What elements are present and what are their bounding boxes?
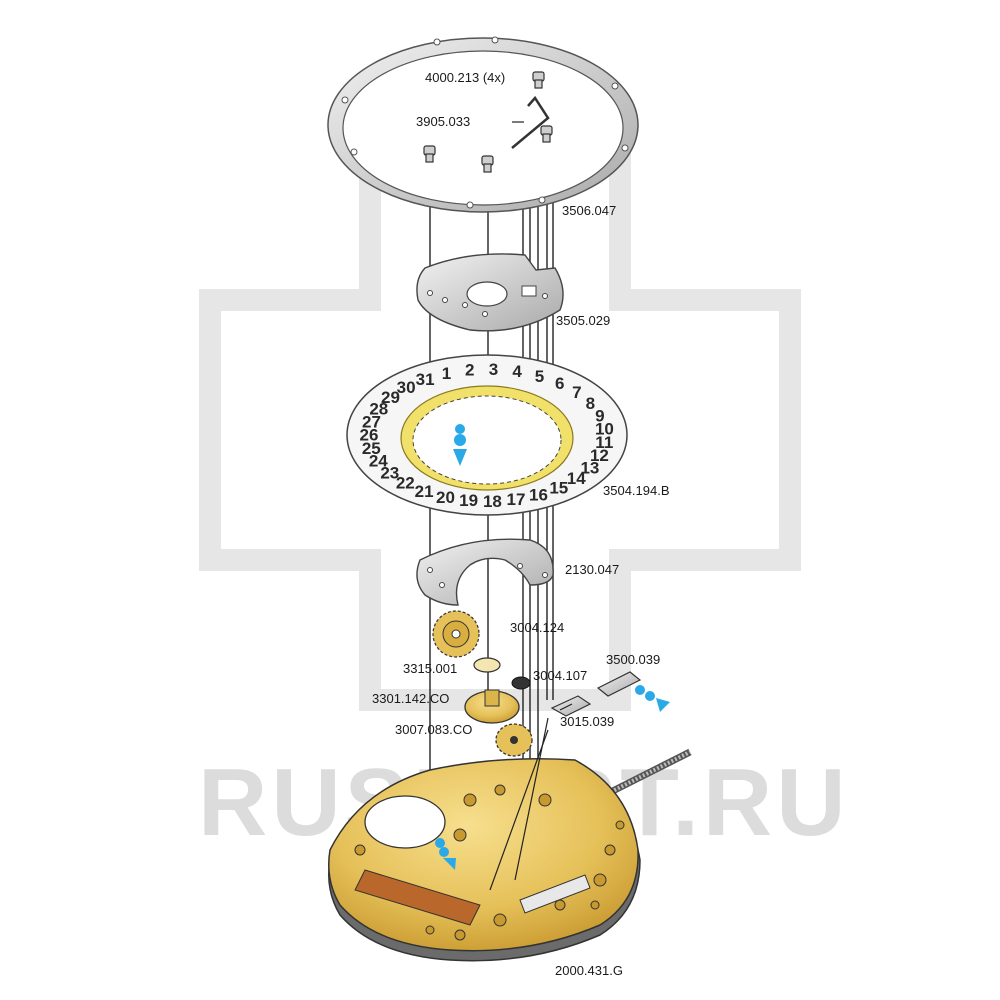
part-label-3301-142-co: 3301.142.CO [372, 691, 449, 706]
date-number: 30 [397, 378, 416, 397]
date-number: 24 [369, 452, 388, 471]
reduction-wheel [495, 723, 533, 757]
date-disc-plate [416, 253, 564, 332]
date-number: 19 [459, 491, 478, 510]
setting-lever [550, 695, 592, 717]
date-number: 16 [529, 485, 548, 504]
screw-icon [532, 71, 545, 89]
part-label-4000-213: 4000.213 (4x) [425, 70, 505, 85]
watermark-cross [199, 139, 801, 711]
date-number: 27 [362, 412, 381, 431]
screw-icon [423, 145, 436, 163]
date-number: 4 [512, 362, 522, 381]
blue-arrow-icon [635, 685, 670, 712]
part-label-3504-194-b: 3504.194.B [603, 483, 670, 498]
date-number: 20 [436, 488, 455, 507]
hour-wheel [464, 689, 520, 724]
date-number: 11 [595, 433, 613, 452]
washer [473, 657, 501, 673]
date-number: 25 [362, 439, 381, 458]
date-number: 22 [396, 474, 415, 493]
part-label-3505-029: 3505.029 [556, 313, 610, 328]
small-jewel [511, 676, 531, 690]
date-corrector [596, 671, 642, 697]
main-plate [328, 758, 641, 962]
insertion-arrow-icon [453, 424, 467, 466]
part-label-3004-124: 3004.124 [510, 620, 564, 635]
date-number: 2 [465, 361, 474, 380]
screws [423, 71, 553, 173]
screw-icon [481, 155, 494, 173]
date-number: 9 [595, 407, 604, 426]
spring-wire [511, 95, 550, 149]
part-label-3905-033: 3905.033 [416, 114, 470, 129]
part-label-2000-431-g: 2000.431.G [555, 963, 623, 978]
date-number: 12 [590, 446, 609, 465]
date-number: 28 [369, 400, 388, 419]
date-number: 6 [555, 374, 564, 393]
date-number: 18 [483, 492, 502, 511]
part-label-3506-047: 3506.047 [562, 203, 616, 218]
date-number: 7 [572, 383, 581, 402]
date-number: 10 [595, 420, 614, 439]
leader-lines [489, 121, 573, 891]
date-number: 5 [535, 367, 544, 386]
part-label-3500-039: 3500.039 [606, 652, 660, 667]
part-label-3007-083-co: 3007.083.CO [395, 722, 472, 737]
date-number: 31 [416, 370, 435, 389]
date-number: 14 [567, 469, 586, 488]
date-jumper-plate [416, 538, 554, 606]
date-number: 3 [489, 360, 498, 379]
part-label-3315-001: 3315.001 [403, 661, 457, 676]
part-label-3015-039: 3015.039 [560, 714, 614, 729]
date-number: 26 [360, 426, 379, 445]
date-number: 29 [381, 388, 400, 407]
date-number: 23 [380, 463, 399, 482]
date-number: 1 [442, 364, 451, 383]
date-number: 15 [549, 478, 568, 497]
date-number: 17 [507, 490, 526, 509]
blue-arrow-icon [435, 838, 456, 870]
casing-ring [327, 36, 639, 213]
screw-icon [540, 125, 553, 143]
date-number: 8 [586, 394, 595, 413]
part-label-3004-107: 3004.107 [533, 668, 587, 683]
date-number: 21 [415, 482, 434, 501]
part-label-2130-047: 2130.047 [565, 562, 619, 577]
date-driving-wheel [432, 610, 480, 658]
date-number: 13 [580, 458, 599, 477]
